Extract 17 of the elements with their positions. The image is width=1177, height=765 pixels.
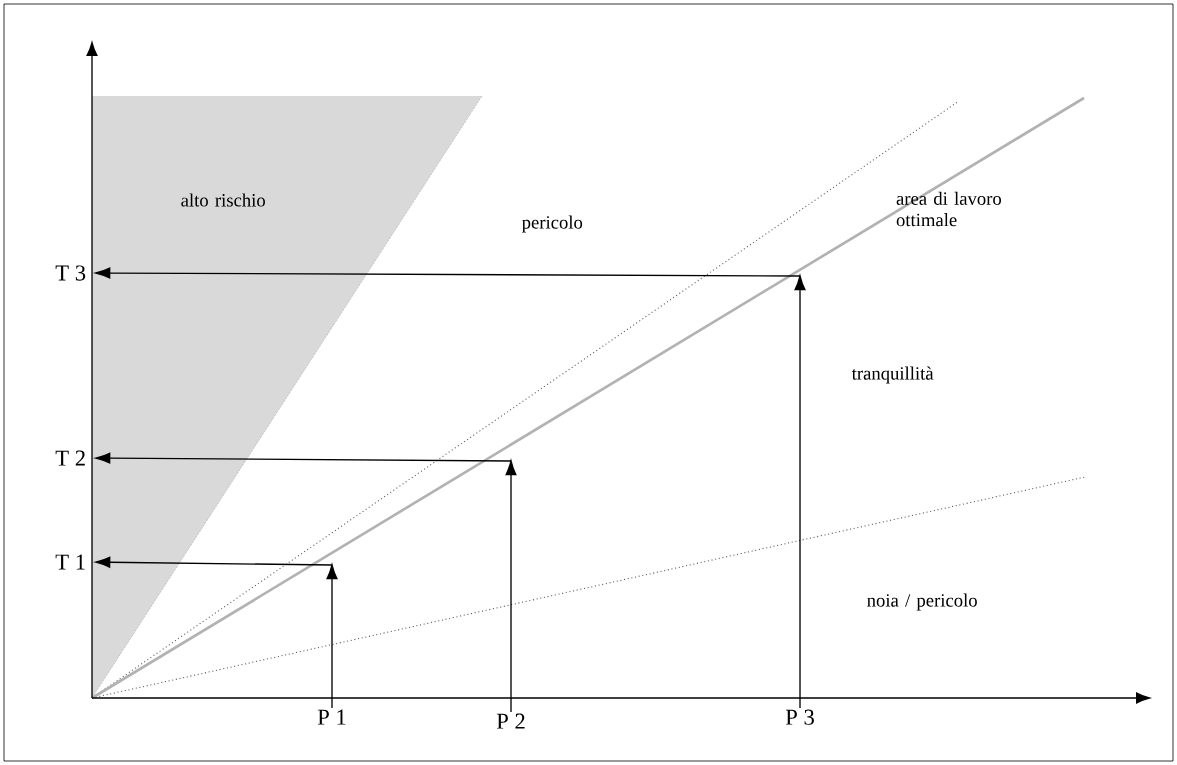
- arrow: [326, 564, 338, 709]
- region-label: area di lavoro ottimale: [896, 191, 1001, 227]
- axis-label: T 3: [55, 265, 86, 281]
- axis-label: T 1: [55, 554, 85, 570]
- axis-label: P 1: [317, 709, 346, 725]
- region-label: pericolo: [521, 215, 583, 233]
- region-label: noia / pericolo: [867, 593, 977, 611]
- region-label: tranquillità: [851, 366, 934, 384]
- arrow: [95, 267, 801, 279]
- arrow: [95, 452, 512, 464]
- axis-label: P 3: [785, 709, 814, 725]
- region-label: alto rischio: [181, 193, 265, 207]
- arrow: [95, 556, 333, 568]
- arrow: [794, 275, 806, 709]
- arrow: [505, 460, 517, 713]
- axis-label: T 2: [55, 450, 85, 466]
- axis-label: P 2: [496, 713, 525, 729]
